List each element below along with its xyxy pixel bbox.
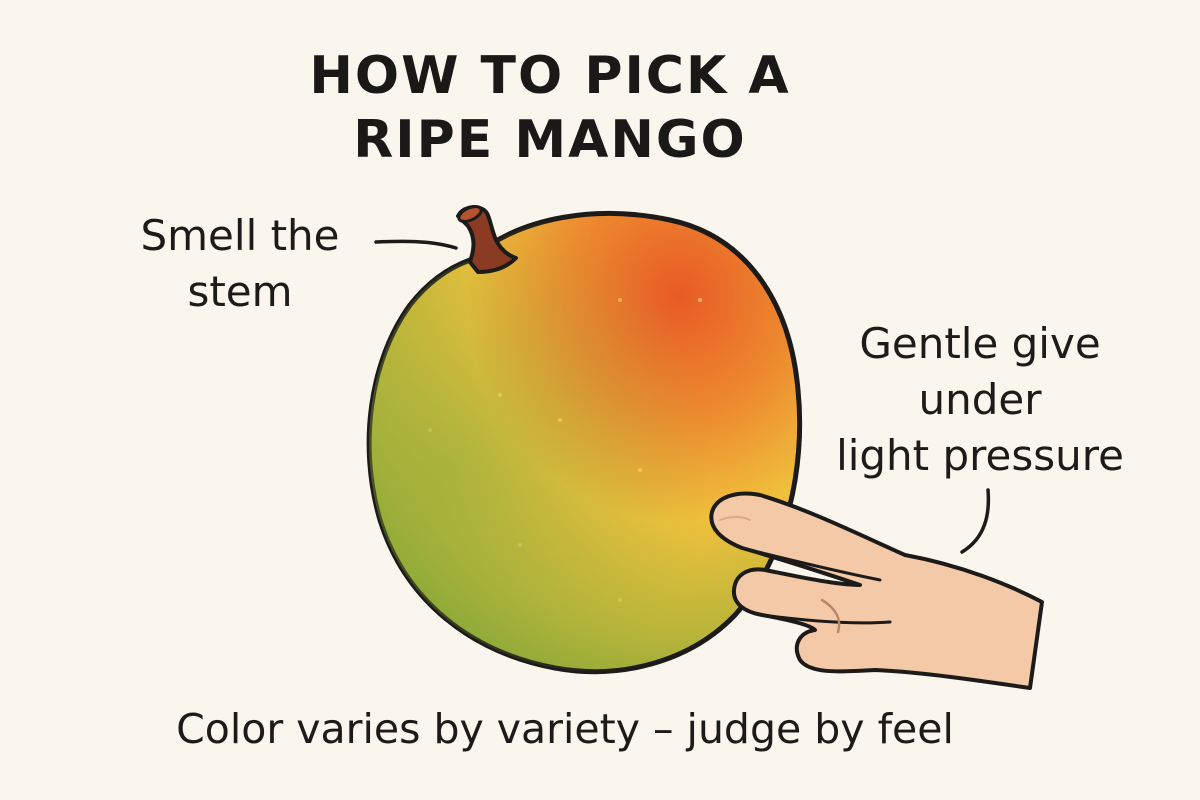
stem-leader-line <box>374 239 458 250</box>
pressure-callout-line-2: under <box>918 375 1042 424</box>
pressure-callout-line-1: Gentle give <box>859 319 1101 368</box>
stem-icon <box>456 205 518 274</box>
caption: Color varies by variety – judge by feel <box>176 705 954 753</box>
stem-callout-line-2: stem <box>187 267 293 316</box>
hand-icon <box>709 491 1044 690</box>
pressure-leader-line <box>960 488 991 554</box>
pressure-callout: Gentle give under light pressure <box>790 316 1170 484</box>
title-line-2: RIPE MANGO <box>353 110 747 170</box>
page-title: HOW TO PICK A RIPE MANGO <box>0 44 1100 172</box>
mango-icon <box>366 211 803 675</box>
pressure-callout-line-3: light pressure <box>836 431 1124 480</box>
stem-callout-line-1: Smell the <box>140 211 340 260</box>
title-line-1: HOW TO PICK A <box>309 46 791 106</box>
stem-callout: Smell the stem <box>100 208 380 320</box>
